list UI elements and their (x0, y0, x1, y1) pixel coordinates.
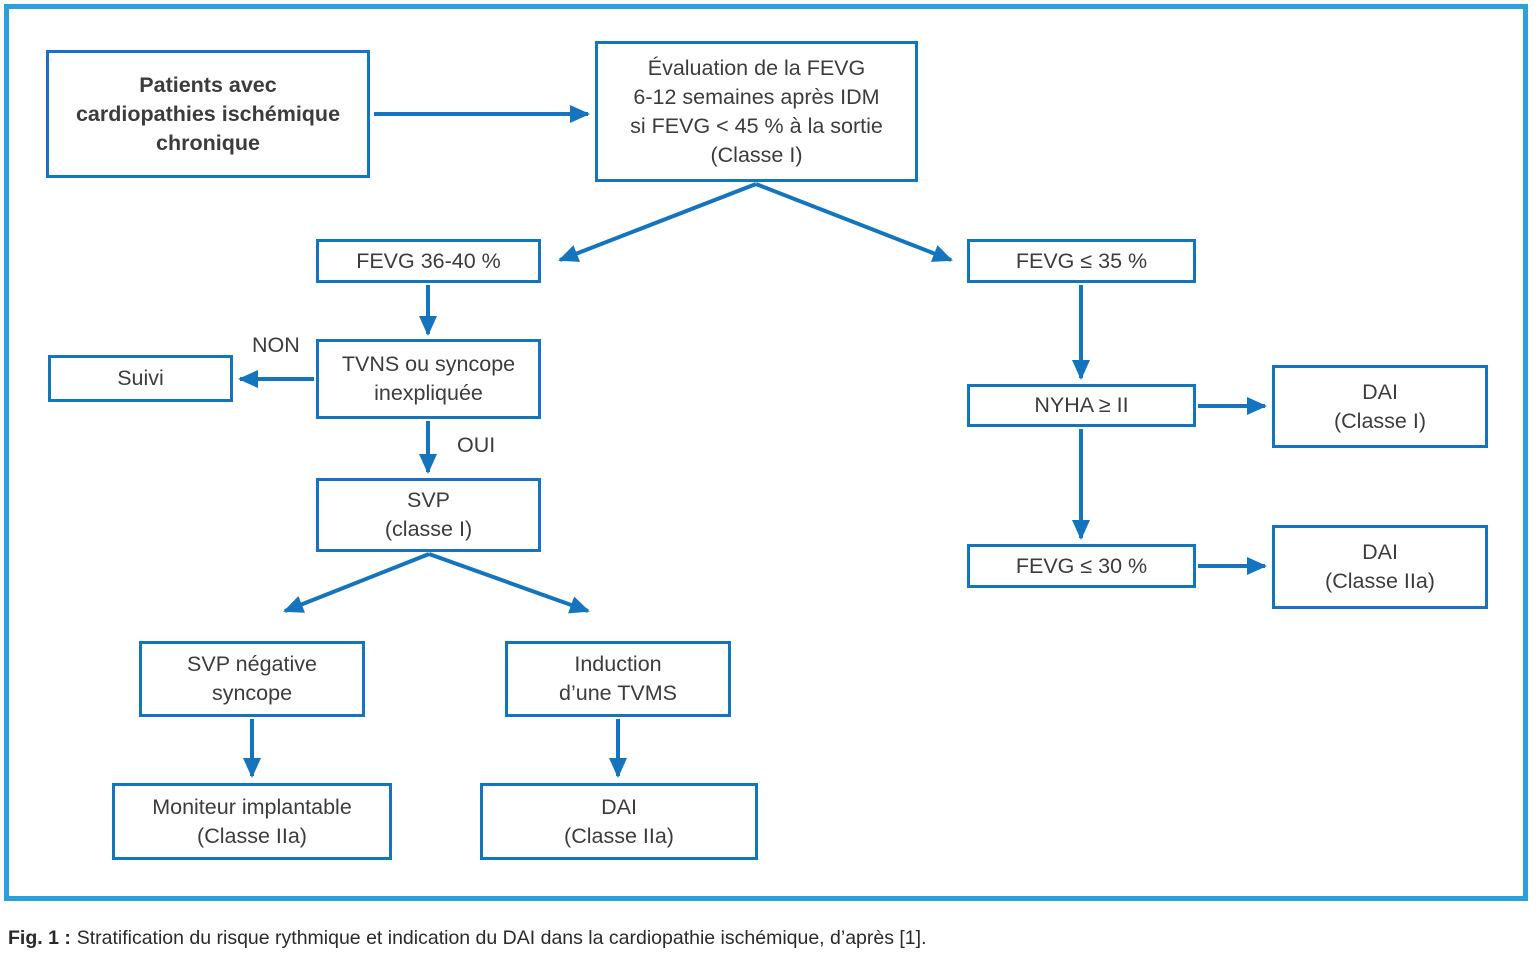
node-dai-classe-2a-right: DAI (Classe IIa) (1272, 525, 1488, 609)
node-tvns-syncope: TVNS ou syncope inexpliquée (316, 339, 541, 419)
node-line: d’une TVMS (559, 681, 677, 705)
node-line: DAI (601, 794, 637, 819)
node-line: (Classe IIa) (564, 823, 674, 848)
edge-label-oui: OUI (457, 433, 496, 457)
node-line: Induction (574, 652, 662, 676)
node-line: (Classe I) (1334, 408, 1426, 433)
node-dai-classe-2a-bottom: DAI (Classe IIa) (480, 783, 758, 860)
node-suivi: Suivi (48, 355, 233, 402)
flowchart-outer-frame (4, 4, 1528, 901)
node-line: Moniteur implantable (152, 794, 352, 819)
edge-label-non: NON (252, 333, 300, 357)
node-induction-tvms: Induction d’une TVMS (505, 641, 731, 717)
node-line: Évaluation de la FEVG (647, 55, 866, 80)
node-line: chronique (156, 130, 260, 155)
node-line: SVP (406, 488, 451, 512)
node-line: si FEVG < 45 % à la sortie (630, 113, 883, 138)
node-line: TVNS ou syncope (341, 352, 516, 376)
node-dai-classe-1: DAI (Classe I) (1272, 365, 1488, 448)
node-fevg-36-40: FEVG 36-40 % (316, 239, 541, 283)
node-svp: SVP (classe I) (316, 478, 541, 552)
node-line: 6-12 semaines après IDM (633, 84, 880, 109)
node-line: SVP négative (187, 652, 317, 676)
node-line: NYHA ≥ II (1034, 393, 1129, 417)
node-nyha: NYHA ≥ II (967, 384, 1196, 427)
node-line: (classe I) (384, 517, 473, 541)
node-patients: Patients avec cardiopathies ischémique c… (46, 50, 370, 178)
node-line: DAI (1362, 540, 1398, 564)
node-line: inexpliquée (374, 381, 483, 405)
node-line: FEVG ≤ 35 % (1015, 248, 1148, 273)
node-line: (Classe IIa) (1325, 569, 1435, 593)
node-line: (Classe IIa) (197, 823, 307, 848)
node-line: Patients avec (139, 72, 277, 97)
node-svp-negative: SVP négative syncope (139, 641, 365, 717)
figure-caption-text: Stratification du risque rythmique et in… (76, 927, 927, 949)
node-line: cardiopathies ischémique (75, 101, 341, 126)
node-line: Suivi (117, 366, 164, 390)
node-line: syncope (211, 681, 293, 705)
node-line: FEVG ≤ 30 % (1015, 553, 1148, 578)
node-line: DAI (1362, 379, 1398, 404)
node-evaluation: Évaluation de la FEVG 6-12 semaines aprè… (595, 41, 918, 182)
figure-caption: Fig. 1 :Stratification du risque rythmiq… (8, 927, 927, 950)
node-fevg-le-30: FEVG ≤ 30 % (967, 544, 1196, 588)
node-line: (Classe I) (710, 142, 803, 167)
node-line: FEVG 36-40 % (356, 248, 501, 273)
figure-caption-number: Fig. 1 : (8, 927, 71, 949)
node-moniteur-implantable: Moniteur implantable (Classe IIa) (112, 783, 392, 860)
node-fevg-le-35: FEVG ≤ 35 % (967, 239, 1196, 283)
